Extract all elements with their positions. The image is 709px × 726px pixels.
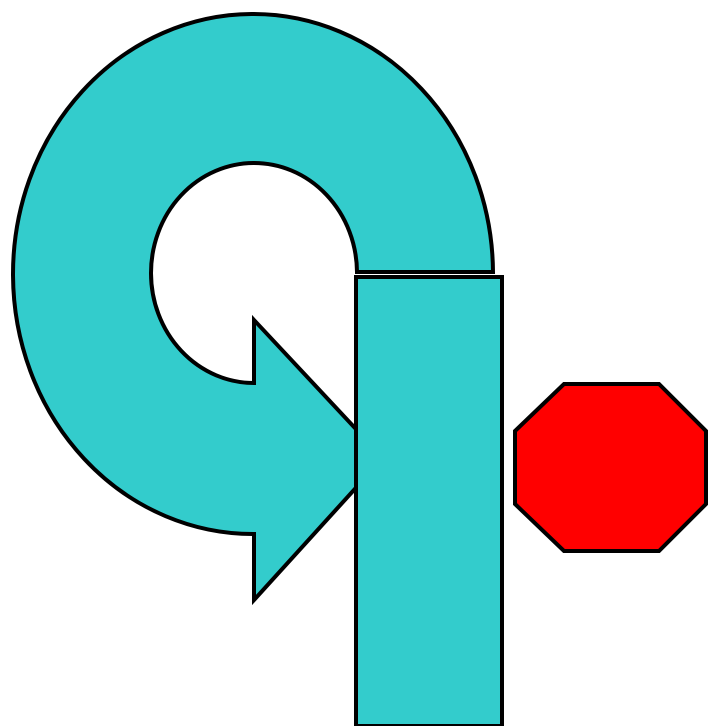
- vertical-bar-shape: [356, 277, 502, 726]
- stop-sign-icon: [515, 384, 706, 551]
